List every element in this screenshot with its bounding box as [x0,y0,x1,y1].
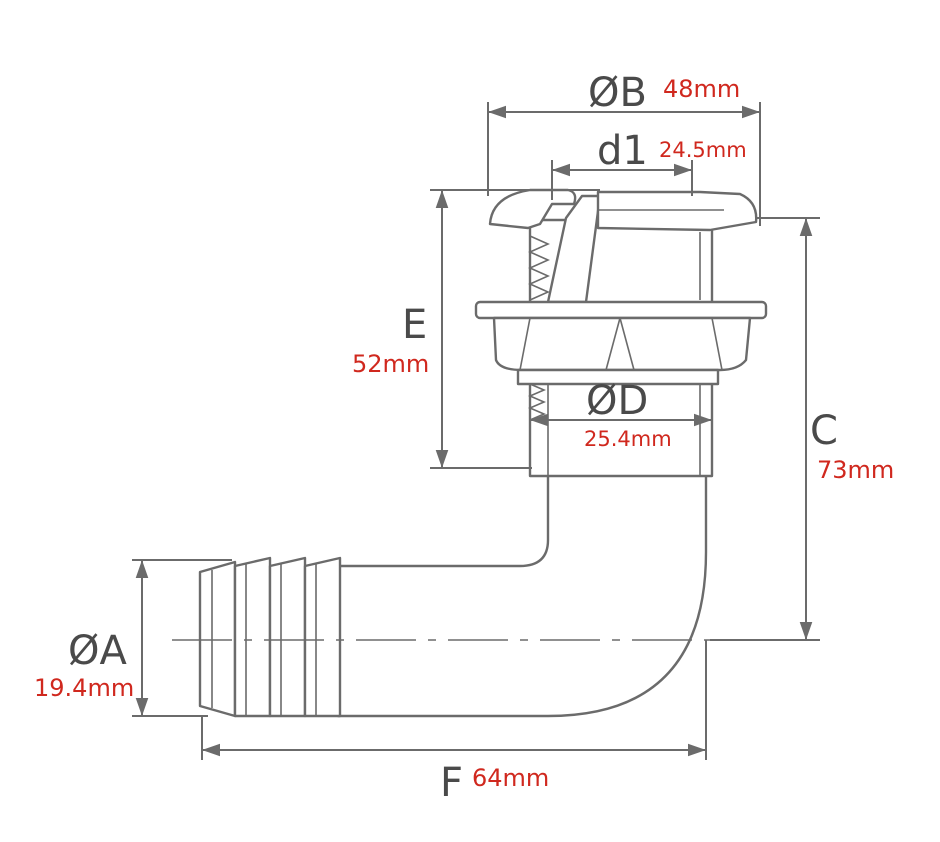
value-a: 19.4mm [34,674,134,702]
inner-shaft [546,194,602,304]
value-d: 25.4mm [584,427,672,451]
label-f: F [440,760,463,806]
label-a: ØA [68,628,127,674]
elbow-tube [336,472,708,718]
value-b: 48mm [663,75,740,103]
flange-head [596,190,758,232]
hose-barb-4 [303,556,342,718]
label-d: ØD [586,378,648,424]
label-d1: d1 [597,128,648,174]
hose-barb-3 [268,556,307,718]
value-d1: 24.5mm [659,138,747,162]
hose-barb-1 [198,560,237,718]
hex-nut [492,316,752,372]
label-c: C [810,408,838,454]
label-b: ØB [588,70,647,116]
value-e: 52mm [352,350,429,378]
washer-plate [474,300,768,320]
fitting-body [198,188,768,718]
hose-barb-2 [233,556,272,718]
nut-skirt [516,368,720,386]
value-c: 73mm [817,456,894,484]
label-e: E [402,302,427,348]
value-f: 64mm [472,764,549,792]
